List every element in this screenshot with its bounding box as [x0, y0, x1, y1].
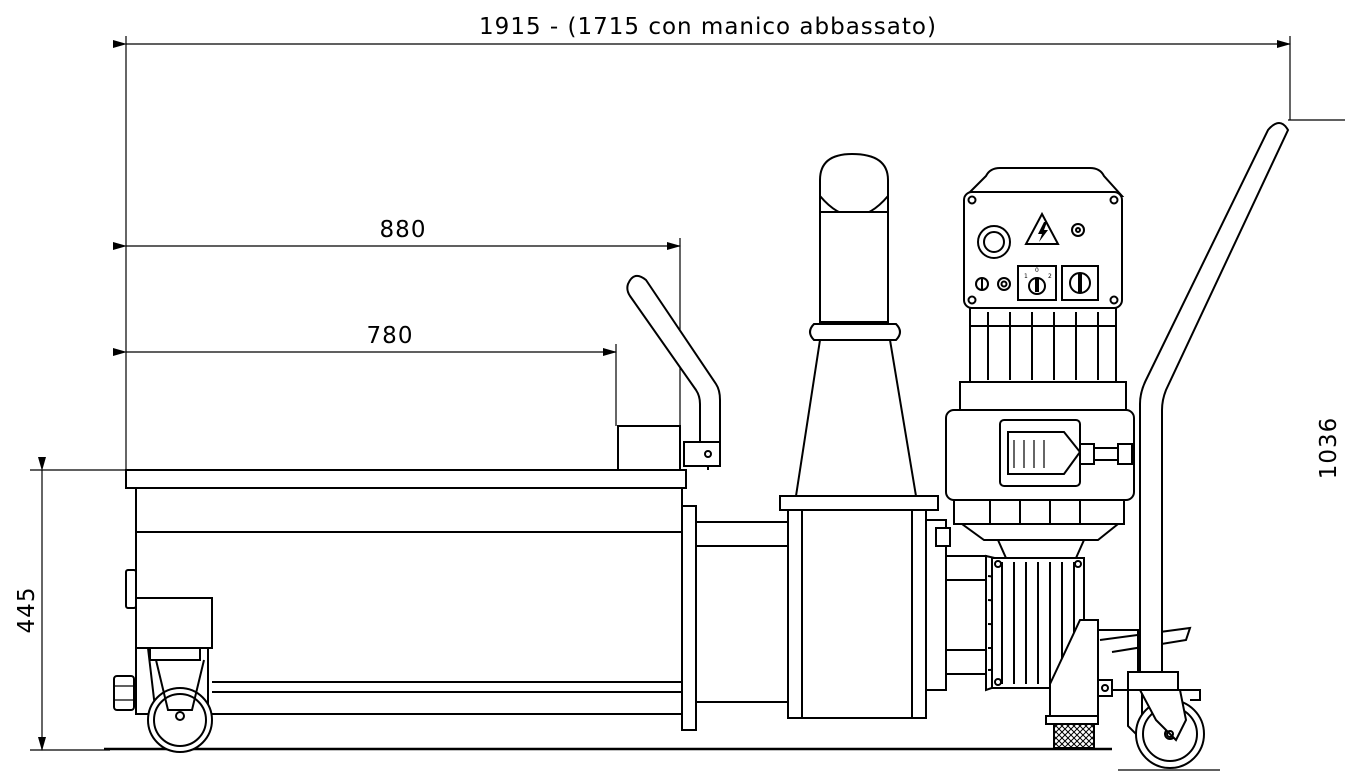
dimension-label-445: 445 — [14, 587, 40, 634]
dimension-hopper-height: 445 — [14, 457, 126, 751]
dimension-hopper-inner: 780 — [113, 323, 617, 426]
warning-icon — [1024, 211, 1060, 245]
rubber-foot — [1053, 723, 1095, 749]
right-castor-wheel — [1127, 689, 1205, 769]
switch-pos-1: 1 — [1024, 273, 1028, 280]
gear-icon — [1071, 223, 1085, 237]
motor-top-cap — [963, 167, 1125, 197]
cart-handle — [1118, 122, 1290, 701]
dimension-label-880: 880 — [380, 217, 427, 243]
dimension-total-height: 1036 — [1288, 119, 1345, 480]
mixing-tube — [681, 505, 987, 731]
dimension-label-1036: 1036 — [1316, 417, 1342, 480]
inlet-funnel — [779, 152, 939, 511]
front-stand — [1045, 619, 1192, 749]
gauge-dial — [977, 225, 1011, 259]
left-castor-wheel — [146, 647, 213, 753]
motor-body — [959, 307, 1127, 411]
hopper-handle — [626, 274, 721, 470]
gearbox — [945, 409, 1135, 559]
dimension-label-total-length: 1915 - (1715 con manico abbassato) — [479, 14, 937, 40]
switch-pos-0: 0 — [1035, 267, 1039, 274]
dimension-total-length: 1915 - (1715 con manico abbassato) — [113, 14, 1291, 470]
dimension-label-780: 780 — [367, 323, 414, 349]
switch-pos-2: 2 — [1048, 273, 1052, 280]
control-panel: 1 0 2 — [963, 191, 1123, 309]
